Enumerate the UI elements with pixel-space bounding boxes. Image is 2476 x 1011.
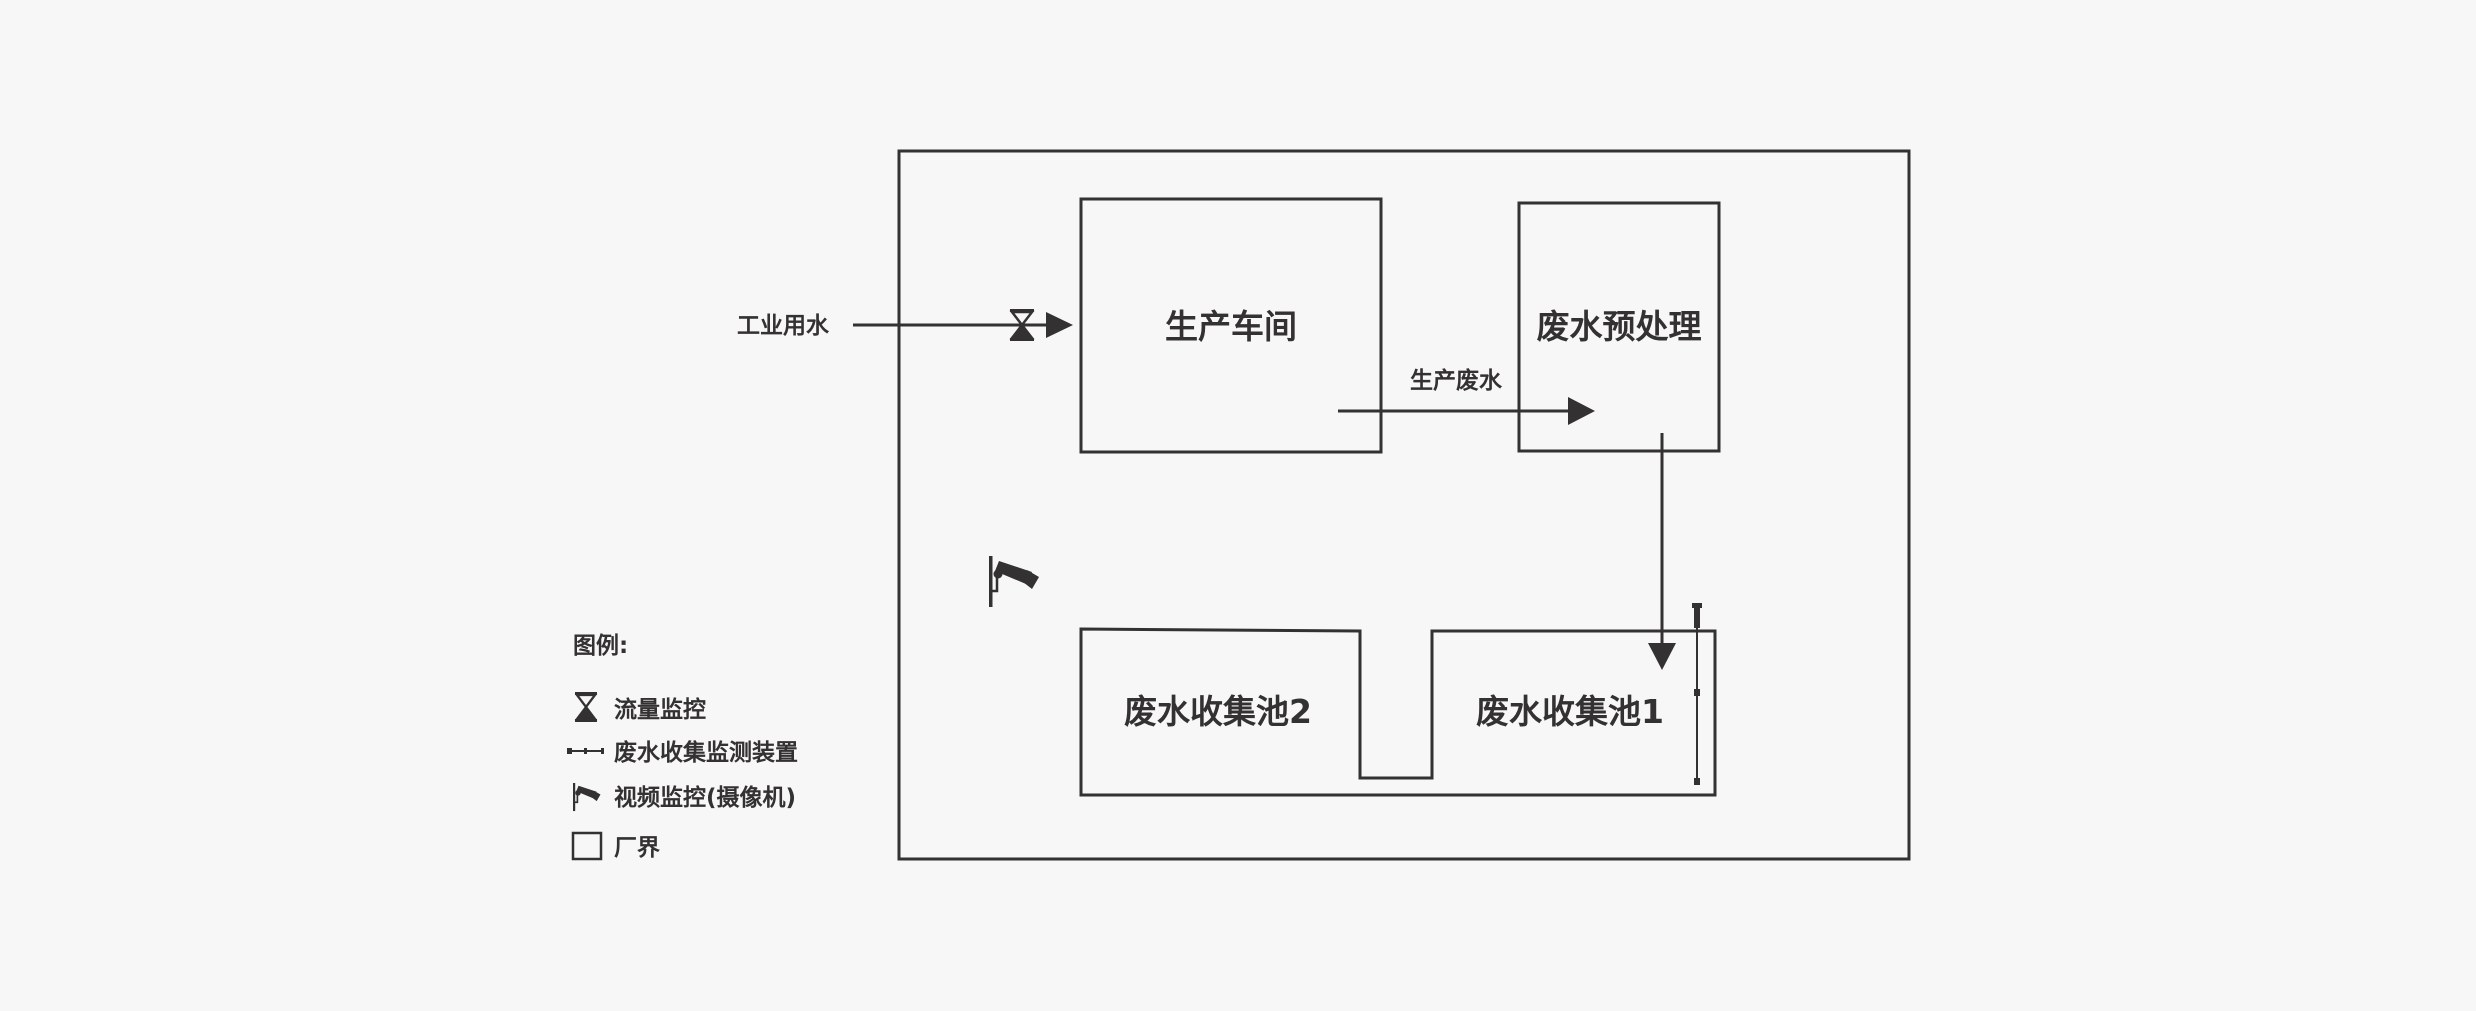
camera-icon (989, 556, 1039, 607)
inflow-arrowhead-icon (1046, 312, 1073, 338)
legend-item-flow: 流量监控 (574, 692, 706, 723)
pretreatment-node: 废水预处理 (1517, 201, 1721, 453)
plant-boundary (897, 149, 1911, 861)
pool-2-label: 废水收集池2 (1124, 692, 1312, 731)
legend-title: 图例: (573, 633, 628, 659)
collection-pools-outline (1079, 627, 1717, 797)
pretreatment-box (1517, 201, 1721, 453)
monitoring-device-icon (1692, 603, 1702, 785)
boundary-square-icon (571, 831, 603, 861)
legend-label-device: 废水收集监测装置 (614, 739, 798, 766)
legend-label-flow: 流量监控 (614, 696, 706, 723)
legend-label-camera: 视频监控(摄像机) (614, 784, 796, 811)
pool-1-label: 废水收集池1 (1476, 692, 1664, 731)
wastewater-flow-label: 生产废水 (1410, 367, 1503, 394)
legend: 图例: 流量监控 废水收集监测装置 (567, 633, 798, 861)
down-arrowhead-icon (1648, 643, 1676, 670)
hourglass-icon (574, 692, 598, 722)
monitoring-device-icon (567, 748, 604, 754)
legend-item-boundary: 厂界 (571, 831, 660, 861)
pretreatment-label: 废水预处理 (1537, 307, 1702, 346)
workshop-box (1079, 197, 1383, 454)
inflow-label: 工业用水 (737, 313, 830, 339)
legend-item-camera: 视频监控(摄像机) (573, 783, 796, 812)
legend-item-device: 废水收集监测装置 (567, 739, 798, 766)
workshop-label: 生产车间 (1165, 307, 1297, 346)
wastewater-arrowhead-icon (1568, 397, 1595, 425)
legend-label-boundary: 厂界 (614, 835, 660, 861)
workshop-node: 生产车间 (1079, 197, 1383, 454)
hourglass-icon (1009, 309, 1035, 341)
camera-icon (573, 783, 601, 812)
